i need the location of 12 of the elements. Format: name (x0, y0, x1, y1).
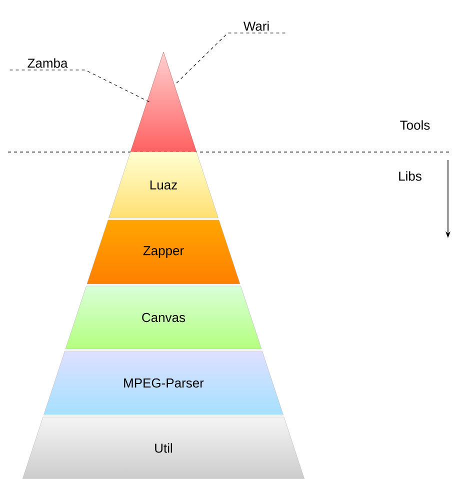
triangle-shape (130, 52, 197, 152)
leader-line (10, 70, 150, 102)
trapezoid-box: Canvas (65, 286, 262, 350)
trapezoid-box: Zapper (86, 220, 240, 284)
section-label: Tools (400, 120, 430, 130)
trapezoid-box: MPEG-Parser (44, 350, 284, 416)
leader-line (174, 32, 286, 86)
leader-text: Wari (243, 21, 269, 31)
leader-text: Zamba (28, 58, 68, 68)
trapezoid-box: Luaz (108, 152, 218, 218)
trapezoid-box: Util (22, 416, 305, 479)
section-label: Libs (399, 171, 422, 181)
